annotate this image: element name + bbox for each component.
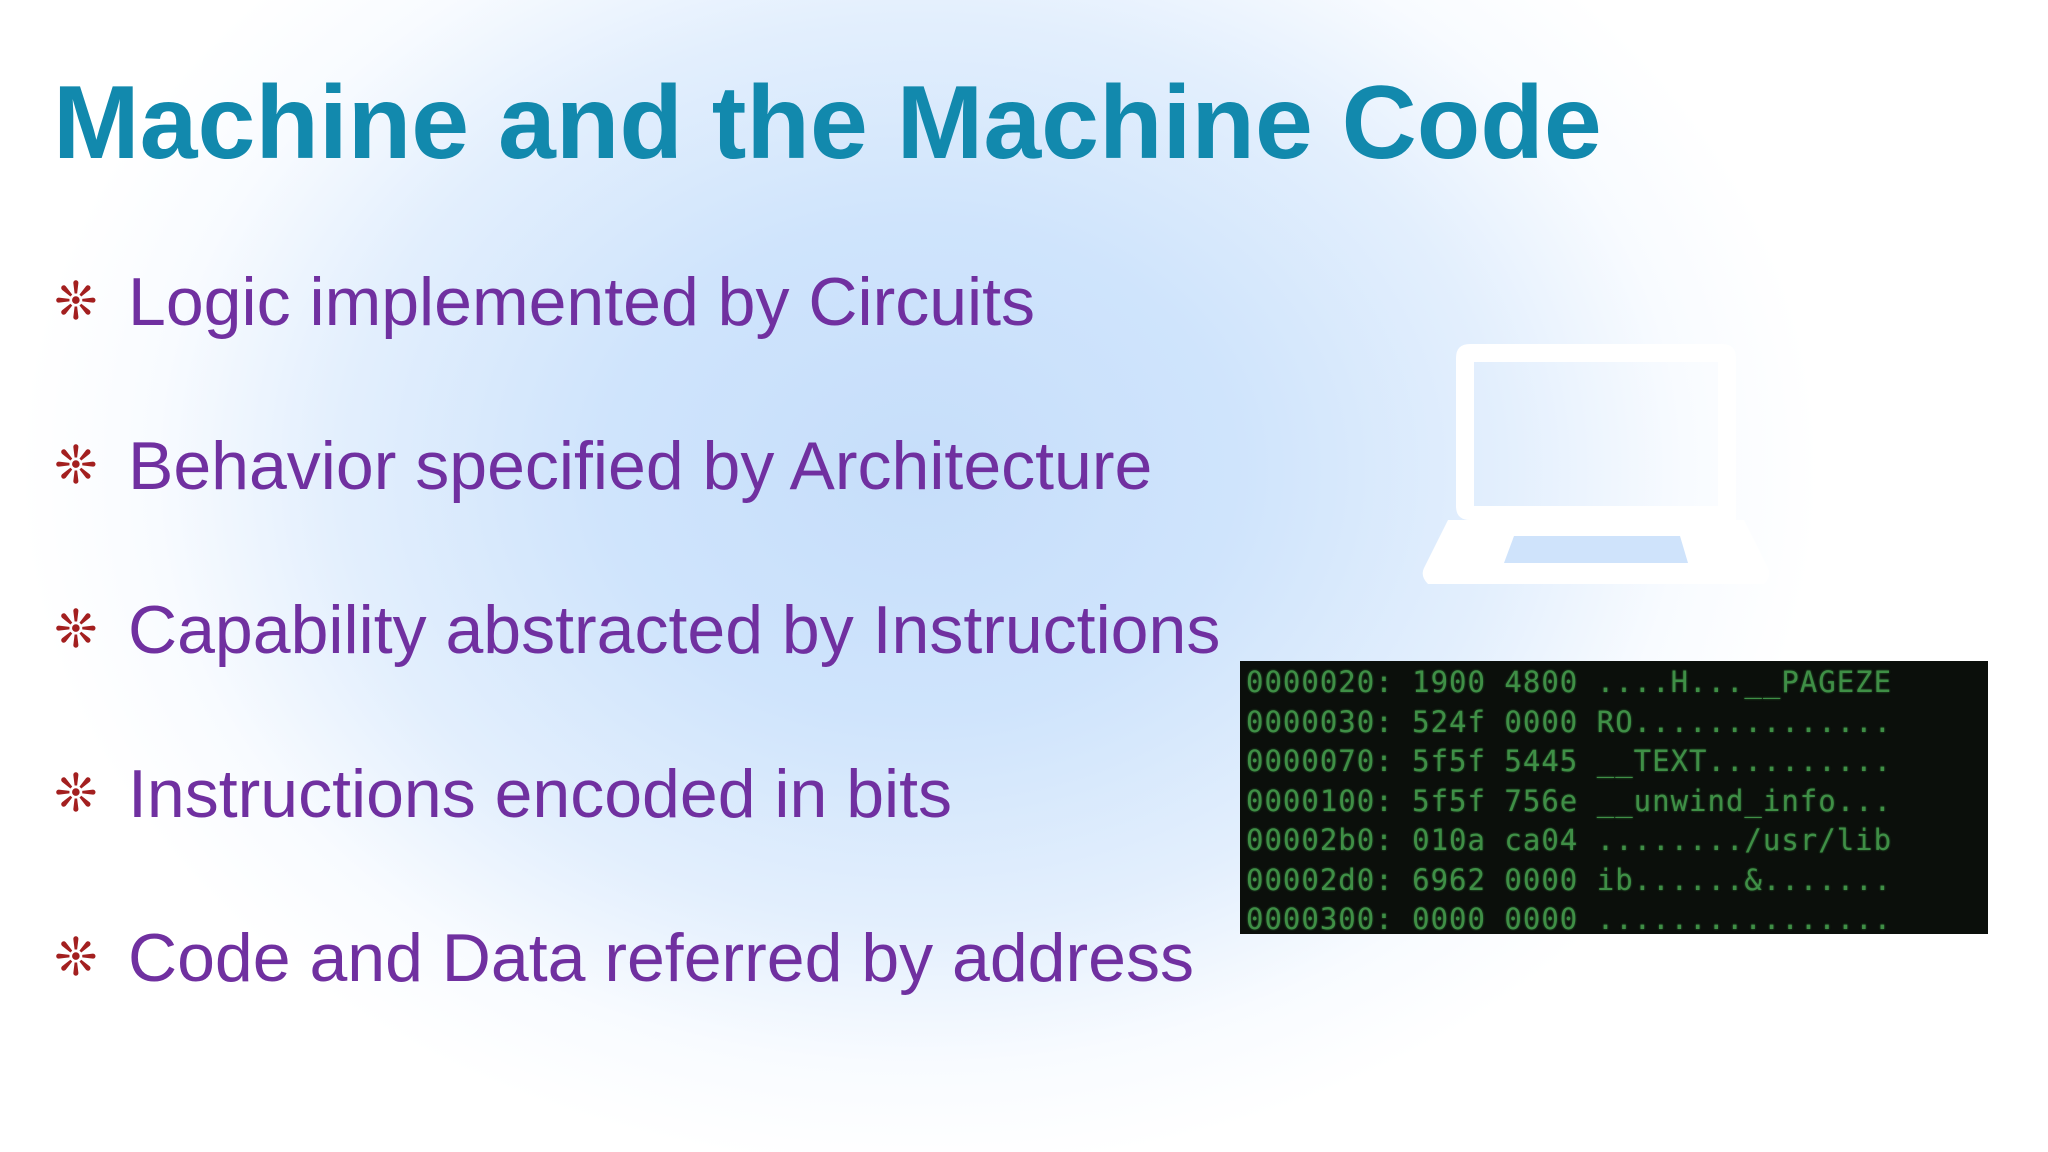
bullet-item: ❊ Capability abstracted by Instructions (54, 580, 1220, 680)
bullet-asterisk-icon: ❊ (54, 436, 98, 496)
bullet-text: Logic implemented by Circuits (128, 264, 1036, 340)
hexdump-line: 00002b0: 010a ca04 ......../usr/lib (1246, 823, 1893, 857)
bullet-text: Instructions encoded in bits (128, 756, 953, 832)
hexdump-line: 0000300: 0000 0000 ................ (1246, 902, 1893, 934)
bullet-item: ❊ Logic implemented by Circuits (54, 252, 1220, 352)
hexdump-line: 00002d0: 6962 0000 ib......&....... (1246, 862, 1893, 897)
laptop-icon (1422, 344, 1770, 584)
bullet-asterisk-icon: ❊ (54, 600, 98, 660)
hexdump-image: 0000020: 1900 4800 ....H...__PAGEZE 0000… (1240, 661, 1988, 934)
bullet-item: ❊ Code and Data referred by address (54, 908, 1220, 1008)
hexdump-line: 0000030: 524f 0000 RO.............. (1246, 704, 1893, 739)
hexdump-line: 0000100: 5f5f 756e __unwind_info... (1246, 783, 1893, 818)
bullet-asterisk-icon: ❊ (54, 764, 98, 824)
bullet-item: ❊ Instructions encoded in bits (54, 744, 1220, 844)
bullet-item: ❊ Behavior specified by Architecture (54, 416, 1220, 516)
slide-title: Machine and the Machine Code (53, 65, 1602, 181)
hexdump-line: 0000020: 1900 4800 ....H...__PAGEZE (1246, 665, 1893, 699)
bullet-list: ❊ Logic implemented by Circuits ❊ Behavi… (54, 252, 1220, 1008)
bullet-asterisk-icon: ❊ (54, 272, 98, 332)
bullet-text: Behavior specified by Architecture (128, 428, 1153, 504)
bullet-text: Capability abstracted by Instructions (128, 592, 1221, 668)
bullet-asterisk-icon: ❊ (54, 928, 98, 988)
hexdump-line: 0000070: 5f5f 5445 __TEXT.......... (1246, 744, 1893, 778)
bullet-text: Code and Data referred by address (128, 920, 1194, 996)
